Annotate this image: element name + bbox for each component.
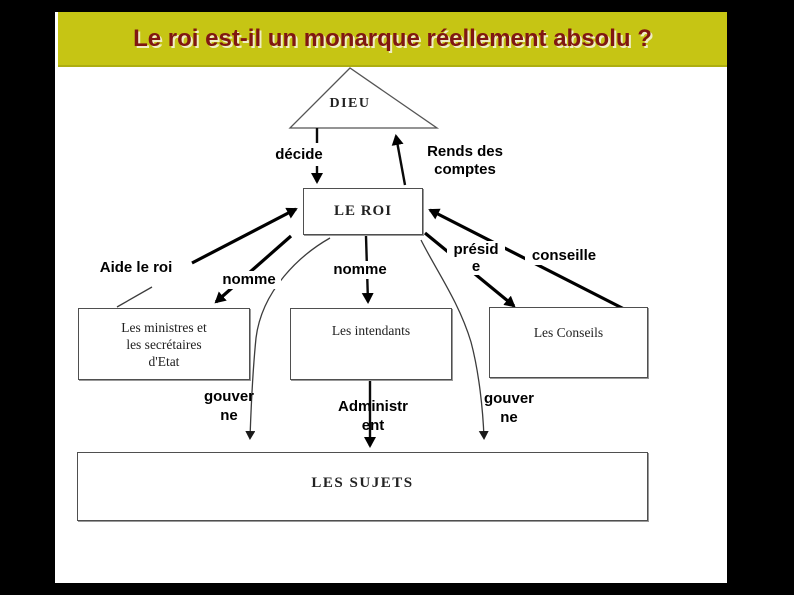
node-intendants-label: Les intendants (331, 323, 411, 338)
gouverne-left-curve (245, 237, 331, 440)
node-conseils: Les Conseils (489, 307, 648, 378)
node-ministres-label: Les ministres et les secrétaires d'Etat (121, 319, 207, 369)
edge-label-nomme-intendants: nomme (328, 261, 392, 279)
page-title: Le roi est-il un monarque réellement abs… (133, 24, 652, 52)
node-le-roi-label: LE ROI (333, 203, 393, 219)
rends-des-comptes-arrow (391, 134, 407, 186)
node-ministres: Les ministres et les secrétaires d'Etat (78, 308, 250, 380)
edge-label-aide-le-roi: Aide le roi (99, 259, 173, 276)
node-les-sujets: LES SUJETS (77, 452, 648, 521)
node-les-sujets-label: LES SUJETS (311, 475, 414, 491)
node-dieu: DIEU (329, 96, 371, 111)
node-conseils-label: Les Conseils (533, 325, 604, 340)
dieu-triangle (288, 67, 440, 129)
edge-label-nomme-ministres: nomme (217, 271, 281, 289)
slide: Le roi est-il un monarque réellement abs… (55, 12, 727, 583)
title-bar: Le roi est-il un monarque réellement abs… (58, 12, 727, 67)
node-le-roi: LE ROI (303, 188, 423, 235)
edge-label-gouverne-right: gouver ne (483, 390, 534, 426)
edge-label-gouverne-left: gouver ne (203, 388, 254, 424)
gouverne-right-curve (420, 239, 489, 440)
edge-label-decide: décide (275, 146, 323, 163)
edge-label-conseille: conseille (525, 247, 603, 265)
edge-label-administrent: Administr ent (337, 398, 408, 434)
aide-le-roi-leader-line (116, 286, 153, 308)
node-intendants: Les intendants (290, 308, 452, 380)
aide-le-roi-arrow (191, 207, 298, 265)
diagram-svg (116, 67, 629, 448)
edge-label-rends-des-comptes: Rends des comptes (427, 143, 503, 178)
edge-label-preside: présid e (447, 241, 505, 275)
nomme-ministres-arrow (214, 234, 293, 304)
